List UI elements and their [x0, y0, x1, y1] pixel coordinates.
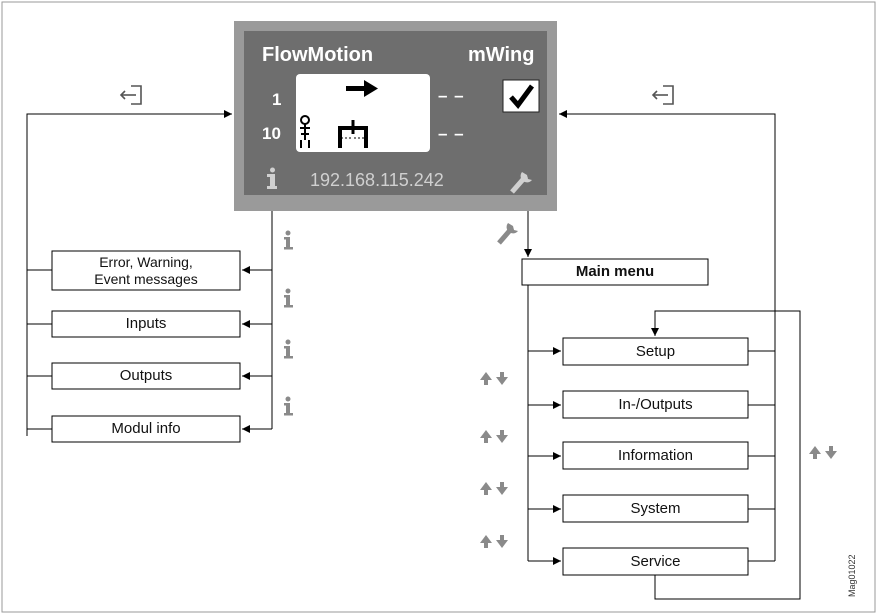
up-down-arrow-icon — [480, 430, 508, 443]
info-bracket-ticks — [27, 269, 52, 430]
display-title-right: mWing — [468, 44, 535, 66]
checkmark-icon — [502, 79, 540, 113]
main-exit-line — [559, 110, 776, 561]
exit-icon-left — [119, 85, 142, 105]
error-warning-line1: Error, Warning, — [99, 253, 193, 270]
up-down-arrow-icon — [480, 482, 508, 495]
box-main-menu — [521, 258, 709, 286]
service-loop-line — [651, 310, 801, 600]
box-setup — [562, 337, 749, 366]
exit-icon-right — [651, 85, 674, 105]
display-info-icon — [267, 167, 277, 189]
wrench-step-icon — [497, 223, 518, 245]
box-error-warning — [51, 250, 241, 291]
display-row2-number: 10 — [262, 124, 281, 143]
info-icon — [284, 288, 293, 308]
info-icon — [284, 339, 293, 359]
inputs-label: Inputs — [125, 315, 167, 332]
box-inputs — [51, 310, 241, 338]
display-wrench-icon — [510, 172, 532, 194]
display-row2-status: – – — [438, 124, 465, 143]
person-icon — [300, 115, 310, 148]
info-exit-line — [26, 110, 232, 436]
info-icon — [284, 230, 293, 250]
box-inoutputs — [562, 390, 749, 419]
setup-label: Setup — [635, 342, 676, 360]
updown-arrows — [480, 372, 837, 548]
display-row1-status: – – — [438, 86, 465, 105]
box-system — [562, 494, 749, 523]
outputs-label: Outputs — [119, 367, 173, 384]
wing-icon — [338, 120, 368, 148]
main-menu-label: Main menu — [575, 263, 655, 280]
info-step-icons — [284, 230, 293, 416]
modul-info-label: Modul info — [111, 420, 181, 437]
system-label: System — [630, 499, 681, 517]
box-service — [562, 547, 749, 576]
display-graphic-area — [296, 74, 430, 152]
box-modul-info — [51, 415, 241, 443]
up-down-arrow-icon — [809, 446, 837, 459]
main-bracket-ticks — [748, 350, 775, 562]
display-title-left: FlowMotion — [262, 44, 374, 66]
up-down-arrow-icon — [480, 535, 508, 548]
error-warning-line2: Event messages — [94, 270, 198, 287]
service-label: Service — [630, 552, 681, 570]
box-outputs — [51, 362, 241, 390]
display-ip-address: 192.168.115.242 — [310, 170, 444, 190]
error-warning-label: Error, Warning, Event messages — [52, 251, 240, 290]
inoutputs-label: In-/Outputs — [618, 395, 693, 413]
figure-code: Mag01022 — [847, 554, 857, 597]
up-down-arrow-icon — [480, 372, 508, 385]
flow-arrow-icon — [346, 80, 378, 97]
info-icon — [284, 396, 293, 416]
information-label: Information — [617, 446, 694, 464]
display-row1-number: 1 — [272, 90, 282, 109]
